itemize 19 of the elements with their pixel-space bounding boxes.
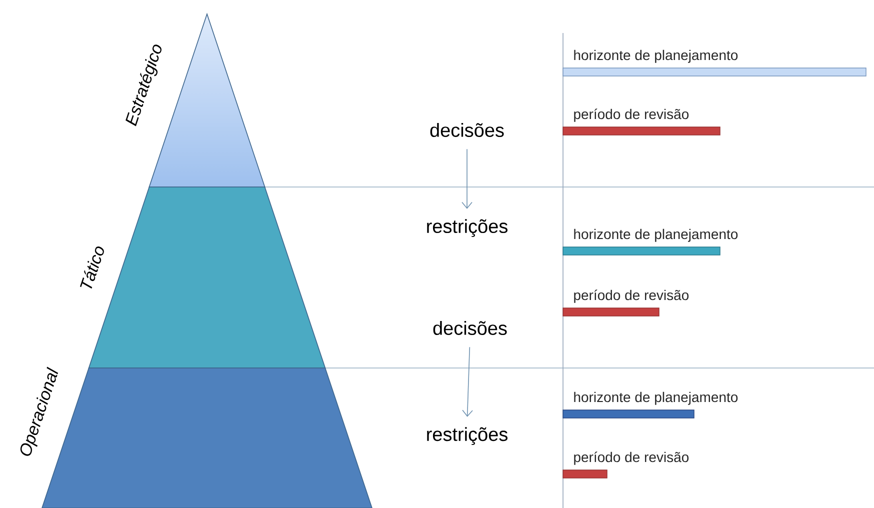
pyramid-level: Tático	[80, 186, 326, 368]
flow-word: decisões	[433, 321, 507, 335]
timeline-bar: horizonte de planejamento	[562, 228, 738, 256]
node-label: horizonte de planejamento	[574, 392, 738, 405]
node-label: período de revisão	[574, 290, 689, 303]
timeline-bar: período de revisão	[562, 452, 689, 478]
timeline-bar: período de revisão	[562, 108, 720, 136]
arrow	[462, 148, 472, 209]
node-label: período de revisão	[574, 108, 689, 122]
flow-word: restrições	[427, 427, 508, 445]
timeline-bar: período de revisão	[562, 290, 689, 316]
node-label: horizonte de planejamento	[574, 228, 738, 242]
timeline-bar: horizonte de planejamento	[562, 50, 866, 76]
arrow	[462, 346, 473, 417]
node-label: horizonte de planejamento	[574, 50, 738, 63]
flow-word: decisões	[430, 123, 504, 137]
flow-word: restrições	[427, 219, 508, 237]
timeline-bar: horizonte de planejamento	[562, 392, 738, 418]
node-label: período de revisão	[574, 452, 689, 465]
